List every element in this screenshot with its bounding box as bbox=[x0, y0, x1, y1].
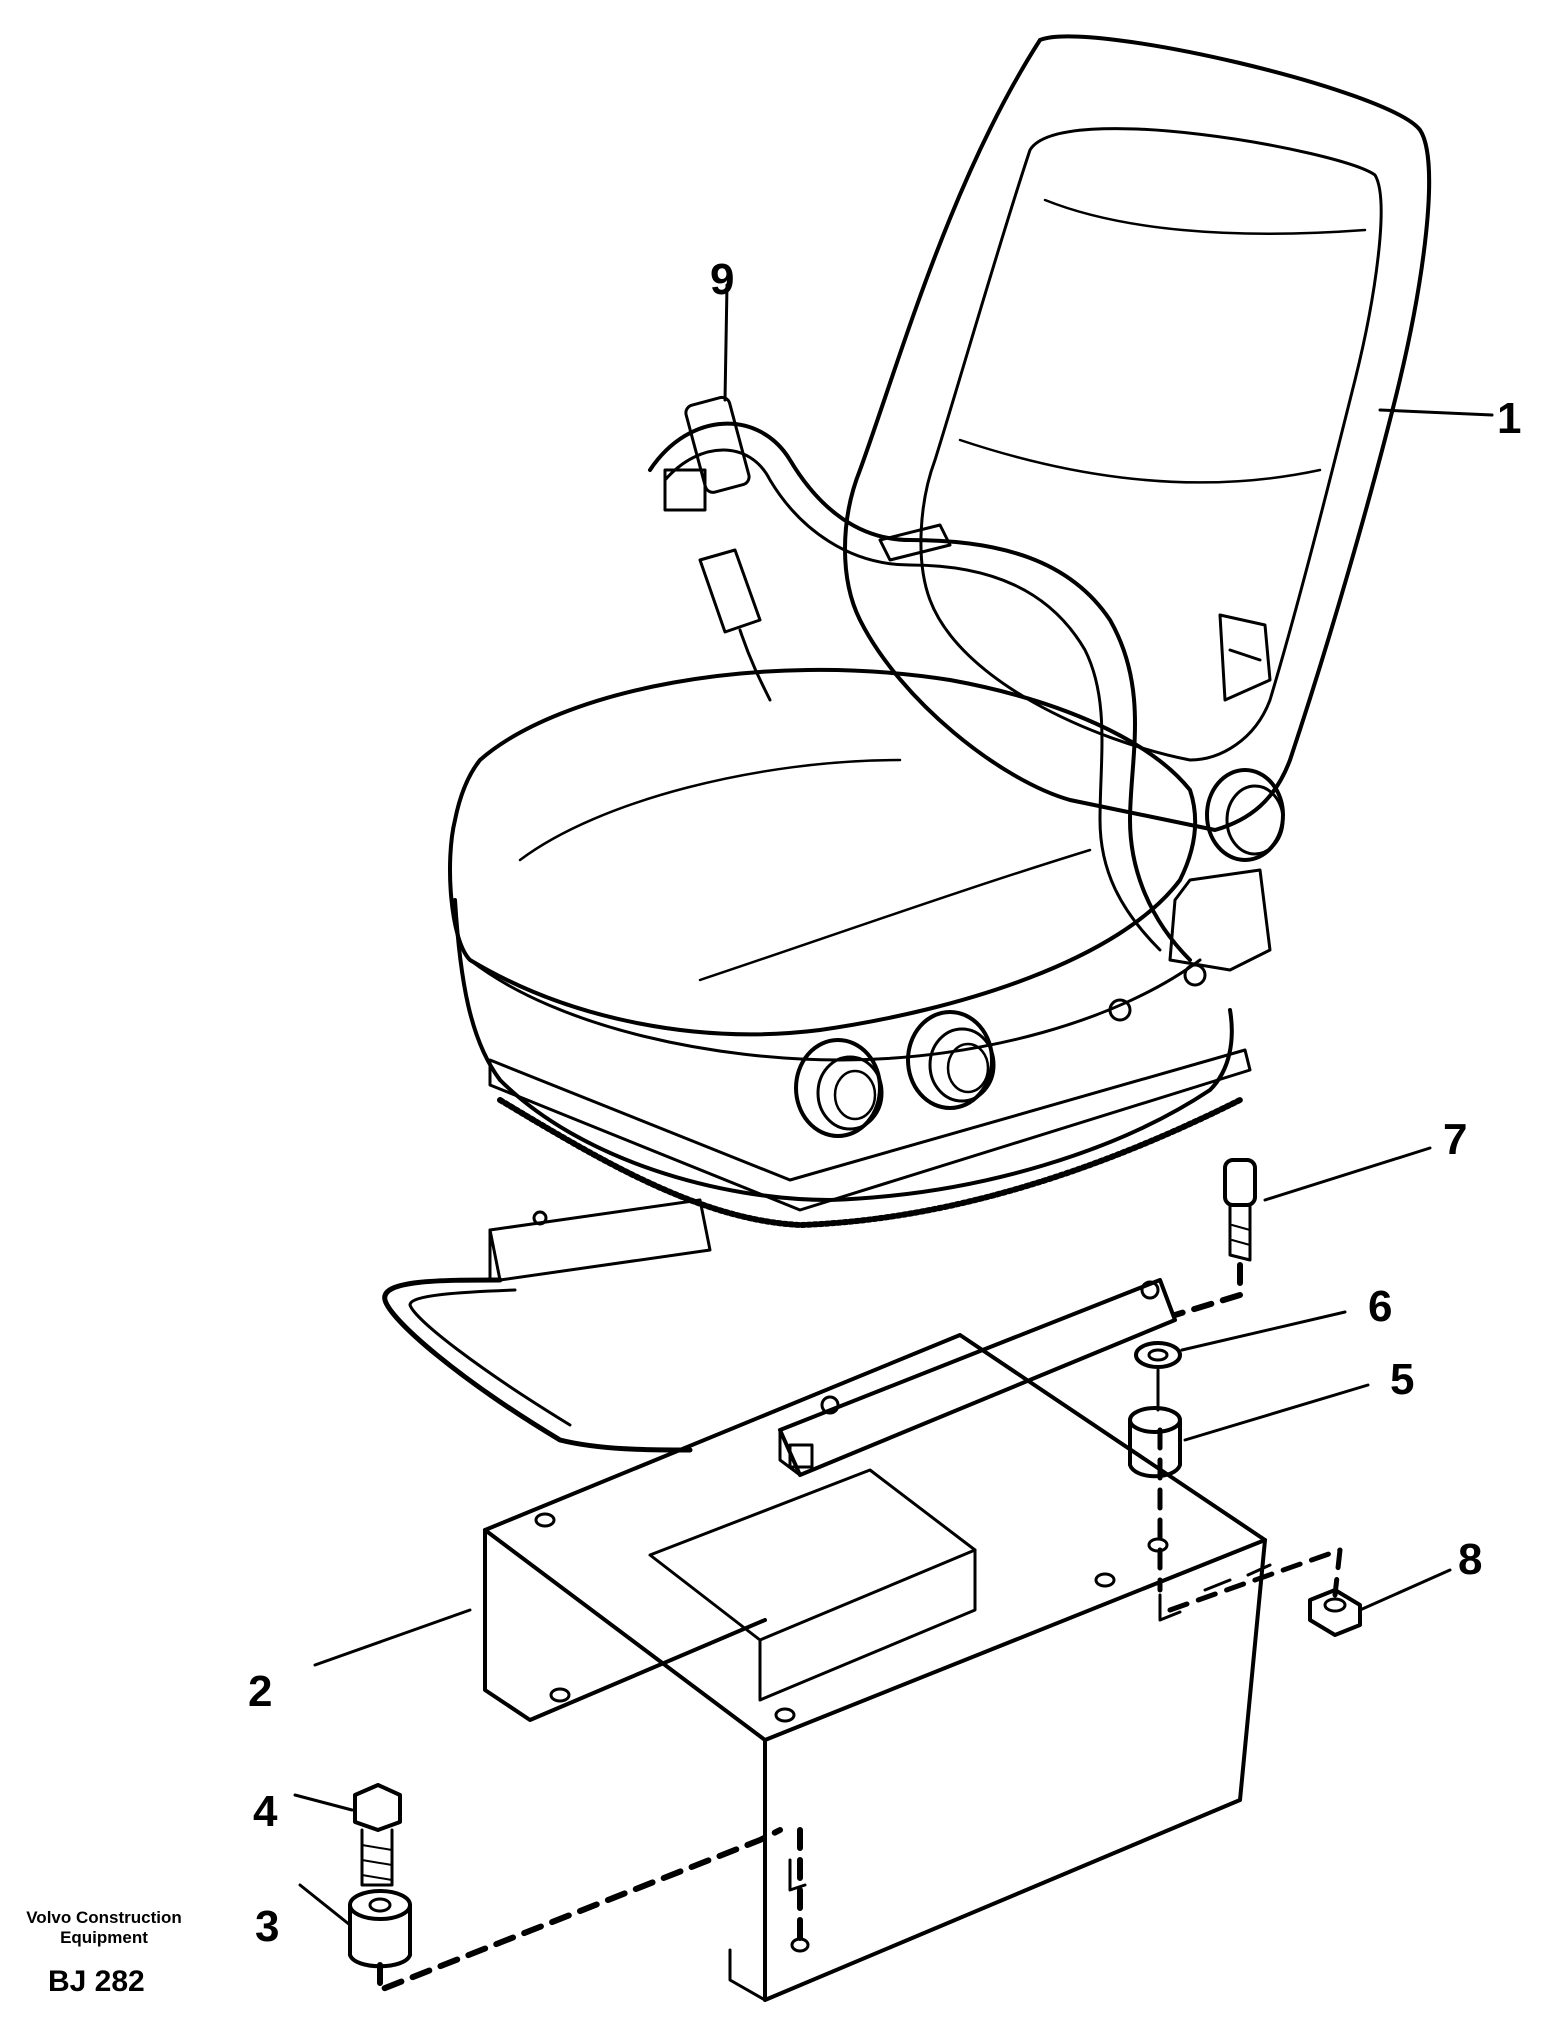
seat-belt-drawing bbox=[648, 395, 1192, 962]
front-knob-left bbox=[794, 1038, 884, 1138]
callout-7: 7 bbox=[1443, 1115, 1468, 1164]
diagram-code: BJ 282 bbox=[48, 1965, 145, 1998]
bolt-bottom-drawing bbox=[353, 1783, 402, 1887]
leader-2 bbox=[313, 1608, 472, 1667]
callout-6: 6 bbox=[1368, 1282, 1393, 1331]
callout-1: 1 bbox=[1497, 394, 1522, 443]
leader-9 bbox=[723, 283, 729, 402]
washer-drawing bbox=[1134, 1341, 1182, 1369]
callout-8: 8 bbox=[1458, 1535, 1483, 1584]
assembly-lines bbox=[377, 1262, 1343, 1993]
manufacturer-line-1: Volvo Construction bbox=[26, 1908, 182, 1927]
seat-drawing bbox=[448, 34, 1432, 1228]
callout-5: 5 bbox=[1390, 1355, 1415, 1404]
callout-2: 2 bbox=[248, 1667, 273, 1716]
leader-lines bbox=[293, 283, 1494, 1927]
callout-9: 9 bbox=[710, 255, 735, 304]
spacer-top-drawing bbox=[1128, 1406, 1182, 1479]
leader-7 bbox=[1263, 1146, 1432, 1202]
callout-3: 3 bbox=[255, 1902, 280, 1951]
leader-4 bbox=[293, 1793, 354, 1812]
leader-6 bbox=[1180, 1310, 1347, 1352]
leader-5 bbox=[1183, 1383, 1370, 1442]
slide-rails-drawing bbox=[382, 1198, 1177, 1477]
front-knob-right bbox=[906, 1010, 996, 1110]
bolt-top-drawing bbox=[1223, 1158, 1257, 1262]
leader-8 bbox=[1358, 1568, 1452, 1612]
manufacturer-label: Volvo Construction Equipment bbox=[14, 1908, 194, 1947]
spacer-bottom-drawing bbox=[348, 1889, 412, 1969]
callout-4: 4 bbox=[253, 1787, 278, 1836]
leader-3 bbox=[298, 1883, 352, 1927]
bracket-drawing bbox=[483, 1333, 1272, 2002]
manufacturer-line-2: Equipment bbox=[60, 1927, 148, 1947]
side-knob bbox=[1205, 768, 1285, 862]
leader-1 bbox=[1378, 408, 1494, 417]
